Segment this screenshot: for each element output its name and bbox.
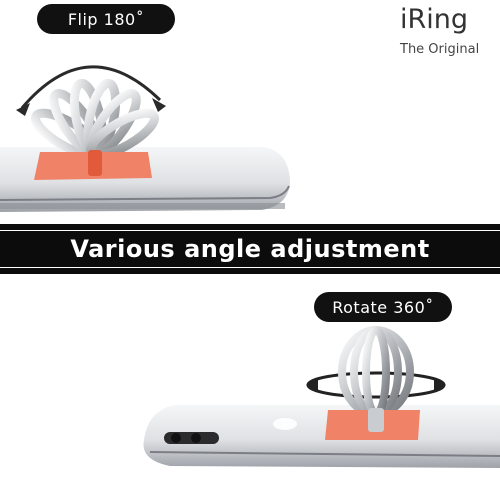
brand-tagline: The Original bbox=[400, 42, 480, 57]
bottom-phone bbox=[143, 405, 500, 468]
flip-arrow-icon bbox=[20, 65, 162, 109]
brand-name: iRing bbox=[400, 4, 469, 35]
flip-label: Flip 180˚ bbox=[37, 4, 175, 34]
caption-band: Various angle adjustment bbox=[0, 224, 500, 274]
rotate-arrow-icon bbox=[306, 371, 446, 399]
rotate-label: Rotate 360˚ bbox=[314, 292, 452, 322]
caption-text: Various angle adjustment bbox=[70, 235, 430, 263]
